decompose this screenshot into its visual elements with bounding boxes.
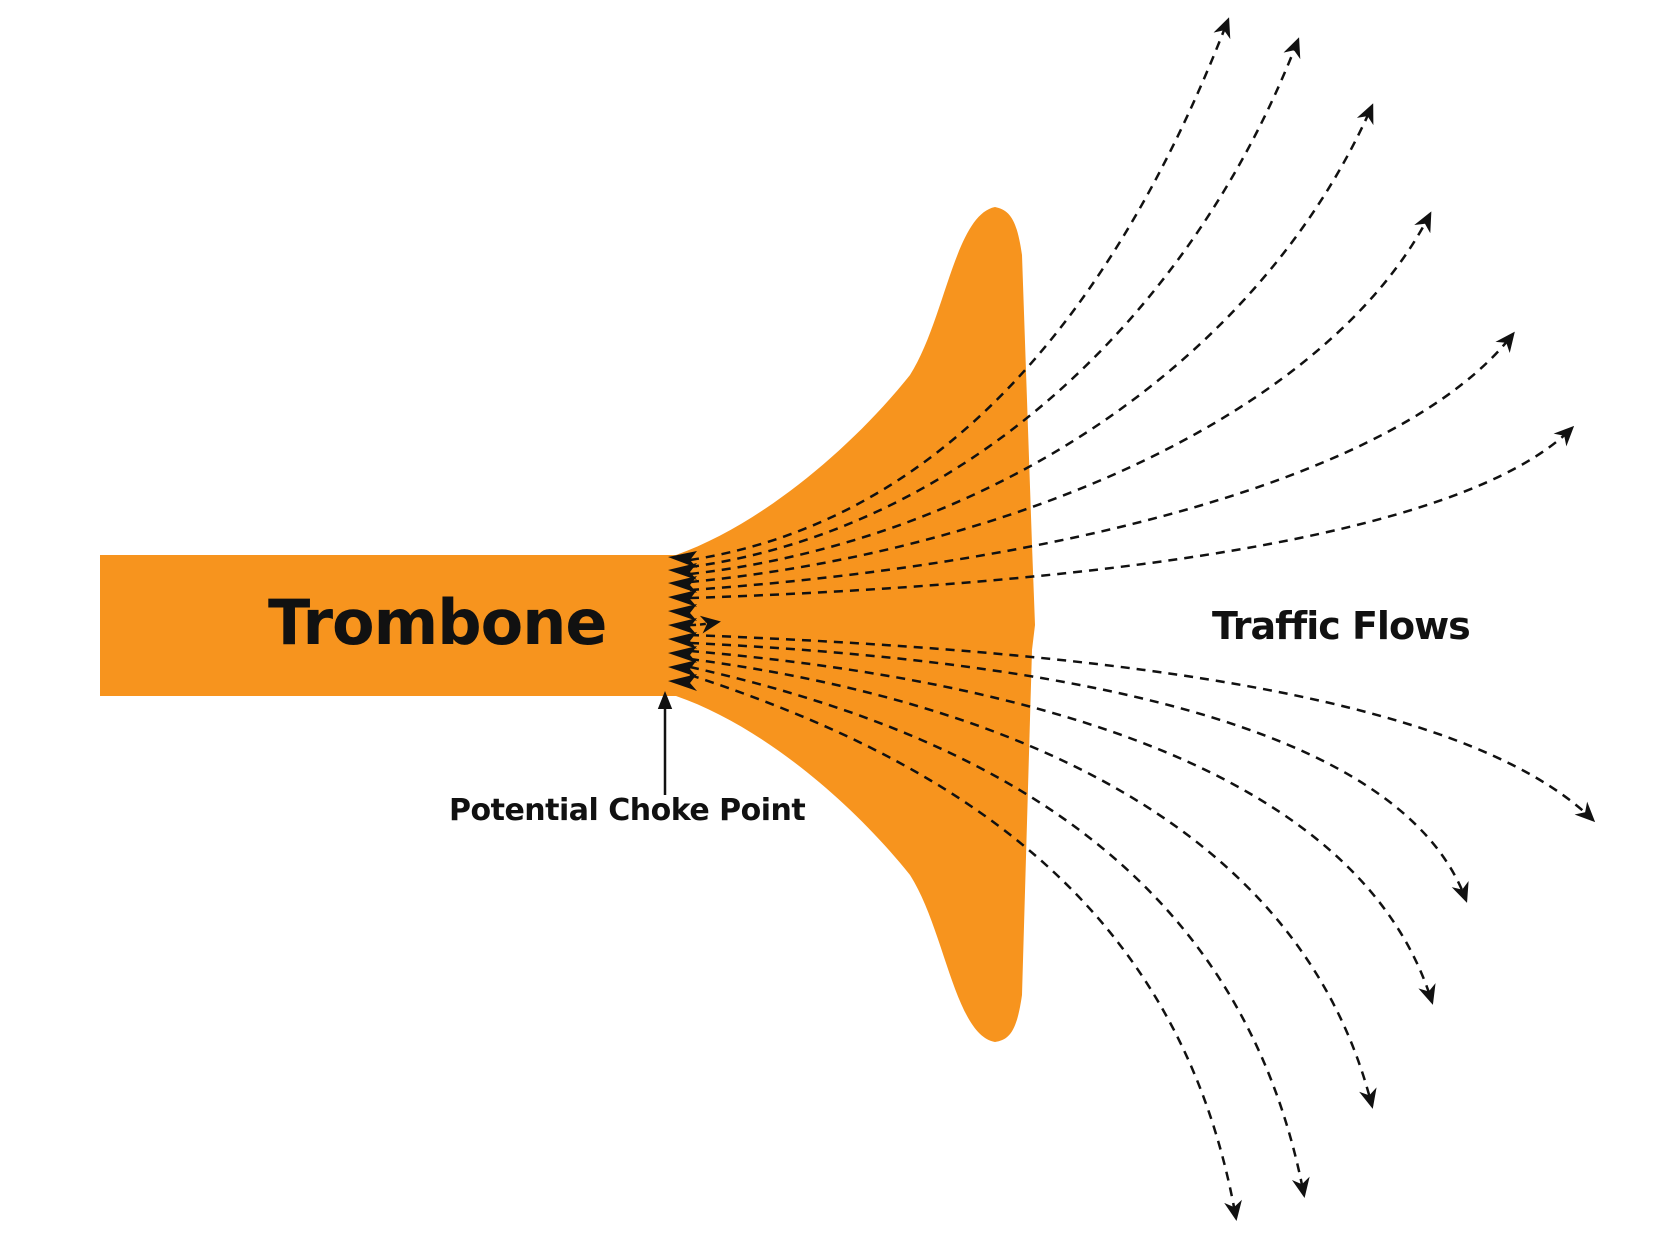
flow-arrow-up-3	[689, 103, 1374, 576]
flow-arrow-up-2	[689, 37, 1301, 569]
arrowhead	[668, 632, 697, 649]
traffic-flow-arrows	[689, 17, 1596, 1221]
arrowhead	[668, 604, 697, 621]
flow-arrow-down-6	[689, 673, 1242, 1221]
arrowhead	[668, 674, 697, 691]
flow-arrow-mid	[689, 615, 721, 634]
arrowhead	[668, 551, 697, 568]
trombone-slide	[100, 555, 680, 696]
flow-arrow-down-2	[689, 641, 1469, 903]
flow-arrow-up-1	[689, 17, 1231, 562]
arrowhead	[668, 590, 697, 607]
arrowhead	[668, 576, 697, 593]
trombone-label: Trombone	[268, 586, 607, 659]
flow-arrow-down-4	[689, 657, 1377, 1109]
trombone-shape	[100, 207, 1035, 1042]
arrowhead	[668, 563, 697, 580]
choke-point-label: Potential Choke Point	[449, 793, 806, 828]
arrowhead	[668, 660, 697, 677]
choke-point-arrowheads	[668, 551, 697, 691]
flow-arrow-down-5	[689, 665, 1310, 1198]
flow-arrow-down-1	[689, 633, 1596, 823]
flow-arrow-down-3	[689, 649, 1436, 1005]
arrowhead	[668, 618, 697, 635]
flow-arrow-up-4	[689, 211, 1432, 584]
arrowhead	[668, 646, 697, 663]
trombone-bell	[676, 207, 1035, 1042]
traffic-flows-label: Traffic Flows	[1212, 604, 1471, 648]
flow-arrow-up-6	[689, 425, 1575, 600]
flow-arrow-up-5	[689, 331, 1515, 592]
